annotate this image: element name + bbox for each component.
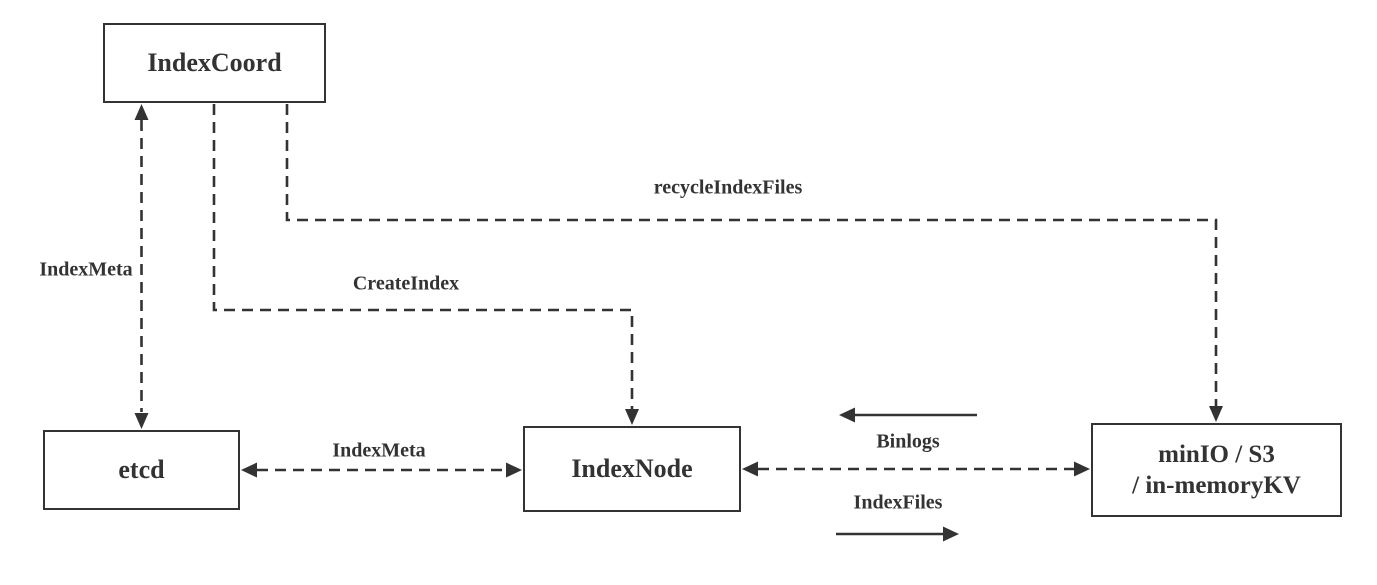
node-indexnode-label: IndexNode (571, 453, 693, 483)
edge-label-indexmeta-coord-etcd: IndexMeta (39, 258, 133, 281)
node-indexcoord: IndexCoord (103, 23, 326, 103)
node-storage-label-line2: / in-memoryKV (1132, 472, 1301, 499)
node-storage-label-line1: minIO / S3 (1158, 440, 1275, 468)
edge-label-indexfiles: IndexFiles (853, 491, 943, 514)
arrowhead-left-into-indexnode (742, 461, 758, 477)
arrowhead-down-into-etcd (134, 413, 149, 429)
node-etcd: etcd (43, 430, 240, 510)
edge-createindex (212, 104, 634, 409)
node-storage: minIO / S3 / in-memoryKV (1091, 423, 1342, 517)
arrowhead-binlogs-left (839, 407, 855, 423)
edge-label-createindex: CreateIndex (352, 272, 460, 295)
node-etcd-label: etcd (118, 454, 165, 484)
arrowhead-down-into-storage (1209, 406, 1223, 422)
edge-label-recycleindexfiles: recycleIndexFiles (653, 176, 803, 199)
edge-recycleindexfiles (285, 104, 1218, 406)
edge-label-indexmeta-etcd-indexnode: IndexMeta (332, 439, 426, 462)
arrowhead-indexfiles-right (943, 526, 959, 542)
arrowhead-down-into-indexnode (625, 409, 639, 425)
edge-label-binlogs: Binlogs (876, 430, 940, 453)
node-indexnode: IndexNode (523, 426, 741, 512)
arrowhead-right-into-storage (1074, 461, 1090, 477)
arrowhead-left-into-etcd (241, 462, 257, 478)
node-indexcoord-label: IndexCoord (147, 47, 282, 77)
arrowhead-right-into-indexnode (506, 462, 522, 478)
arrowhead-up-into-indexcoord (134, 104, 149, 120)
